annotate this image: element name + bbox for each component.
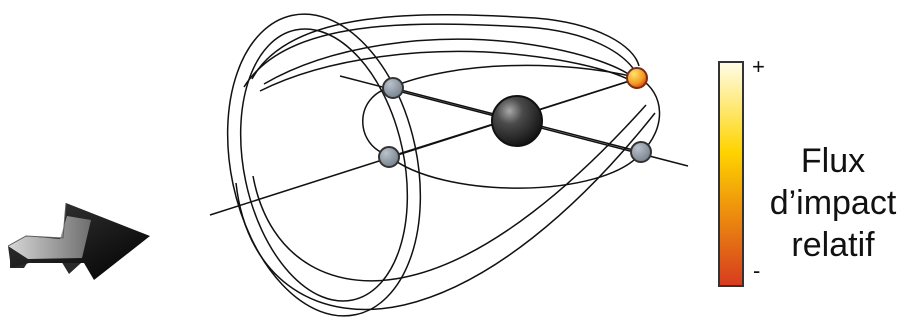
central-body [492,96,542,146]
legend-title-line-3: relatif [764,224,902,266]
outer-band-top-front [244,24,639,87]
legend-title: Flux d’impact relatif [764,140,902,266]
orbital-shell [201,0,659,334]
gray-node-lower-left [379,147,399,167]
outer-band-bottom-front [253,105,646,281]
legend-min-label: - [753,260,760,282]
legend-title-line-1: Flux [764,140,902,182]
outer-band-bottom-back [236,113,655,310]
legend-max-label: + [752,56,765,78]
arrow-icon [8,203,150,280]
interaction-lines [210,76,688,215]
bodies [379,68,651,167]
relative-impact-scale [719,62,743,286]
hot-node [627,68,647,88]
inner-orbit-bottom [389,152,642,188]
inner-orbit-top [392,65,639,87]
upper-orbit-a [264,39,639,84]
legend-title-line-2: d’impact [764,182,902,224]
gray-node-upper-left [383,78,403,98]
left-ring-outer [201,0,447,334]
gray-node-right [631,142,651,162]
